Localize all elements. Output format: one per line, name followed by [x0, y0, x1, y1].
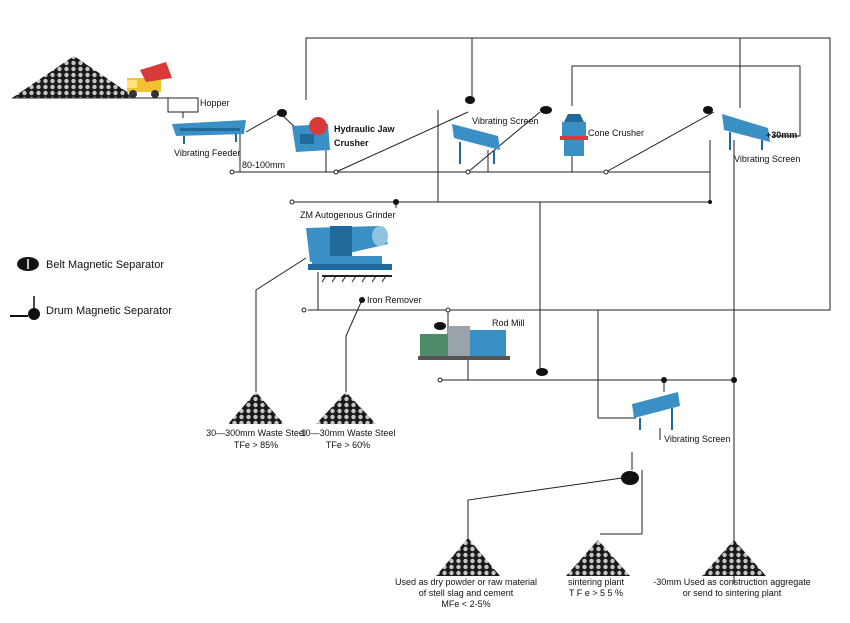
- vibrating-screen-3-icon: [632, 392, 680, 430]
- pile-waste-steel-small: [316, 392, 376, 424]
- label-iron-remover: Iron Remover: [367, 295, 422, 305]
- label-rod-mill: Rod Mill: [492, 318, 525, 328]
- legend-drum-label: Drum Magnetic Separator: [46, 305, 172, 317]
- autogenous-grinder-icon: [306, 226, 392, 270]
- label-aggregate-line1: -30mm Used as construction aggregate: [653, 577, 811, 587]
- label-aggregate-line2: or send to sintering plant: [683, 588, 782, 598]
- label-dry-powder-line2: of stell slag and cement: [419, 588, 514, 598]
- label-plus-30: +30mm: [766, 130, 797, 140]
- joint-markers: [229, 169, 609, 383]
- label-vibrating-feeder: Vibrating Feeder: [174, 148, 240, 158]
- legend-belt-label: Belt Magnetic Separator: [46, 259, 164, 271]
- pile-dry-powder: [436, 538, 500, 576]
- label-hopper: Hopper: [200, 98, 230, 108]
- belt-magnetic-separator-icons: [277, 96, 713, 485]
- pile-aggregate: [702, 540, 766, 576]
- label-vibrating-screen-2: Vibrating Screen: [734, 154, 800, 164]
- label-sintering-grade: T F e > 5 5 %: [569, 588, 623, 598]
- vibrating-screen-2-icon: [722, 114, 770, 150]
- cone-crusher-icon: [560, 114, 588, 156]
- ore-pile: [12, 56, 136, 98]
- label-vibrating-screen-3: Vibrating Screen: [664, 434, 730, 444]
- drum-magnetic-separator-legend-icon: [10, 296, 40, 320]
- belt-magnetic-separator-legend-icon: [17, 257, 39, 271]
- pile-waste-steel-large: [228, 392, 284, 424]
- label-autogenous-grinder: ZM Autogenous Grinder: [300, 210, 396, 220]
- rod-mill-icon: [418, 326, 510, 360]
- jaw-crusher-icon: [292, 117, 330, 152]
- grinder-foundation: [321, 275, 392, 283]
- label-dry-powder-grade: MFe < 2-5%: [441, 599, 490, 609]
- pile-sintering: [566, 540, 630, 576]
- label-jaw-crusher-line1: Hydraulic Jaw: [334, 124, 396, 134]
- label-sintering: sintering plant: [568, 577, 625, 587]
- label-size-feed: 80-100mm: [242, 160, 285, 170]
- legend: Belt Magnetic Separator Drum Magnetic Se…: [10, 257, 172, 320]
- vibrating-feeder-icon: [172, 120, 246, 144]
- label-waste-steel-large-grade: TFe > 85%: [234, 440, 278, 450]
- junction-dots: [393, 199, 737, 383]
- dump-truck-icon: [127, 62, 172, 98]
- label-cone-crusher: Cone Crusher: [588, 128, 644, 138]
- label-jaw-crusher-line2: Crusher: [334, 138, 369, 148]
- vibrating-screen-1-icon: [452, 124, 500, 164]
- label-waste-steel-large: 30—300mm Waste Steel: [206, 428, 306, 438]
- label-dry-powder-line1: Used as dry powder or raw material: [395, 577, 537, 587]
- label-vibrating-screen-1: Vibrating Screen: [472, 116, 538, 126]
- iron-remover-icon: [359, 297, 365, 303]
- label-waste-steel-small: 10—30mm Waste Steel: [301, 428, 396, 438]
- label-waste-steel-small-grade: TFe > 60%: [326, 440, 370, 450]
- flow-lines: [167, 37, 831, 584]
